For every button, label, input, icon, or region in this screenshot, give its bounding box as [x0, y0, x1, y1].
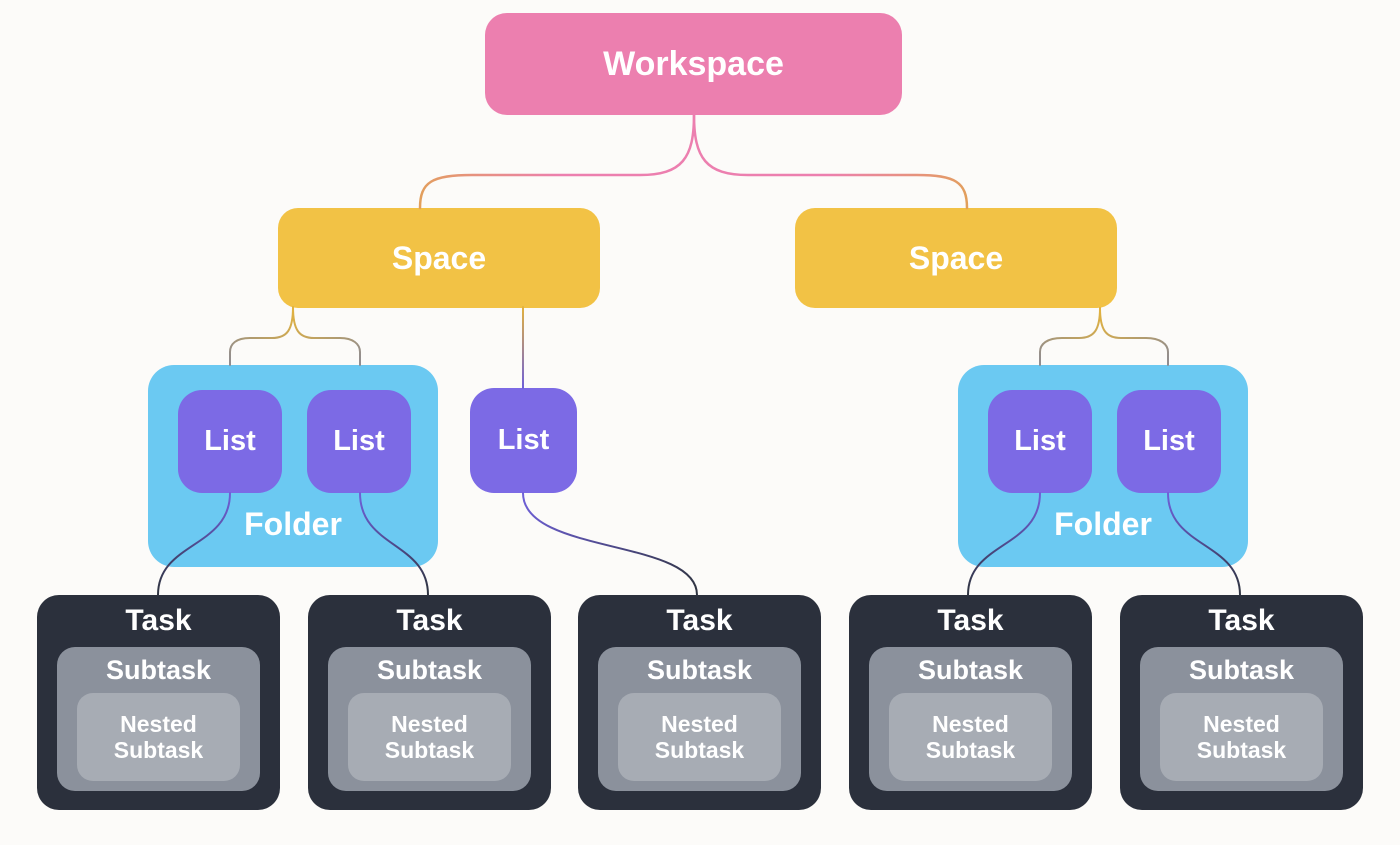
connector-space-left-to-list-1	[229, 306, 294, 366]
connector-list-to-task-3	[522, 492, 698, 596]
subtask-node: Subtask Nested Subtask	[328, 647, 531, 791]
task-label: Task	[666, 604, 733, 637]
connector-space-right-to-list-1	[1039, 307, 1101, 366]
nested-subtask-node: Nested Subtask	[348, 693, 511, 781]
task-node: Task Subtask Nested Subtask	[849, 595, 1092, 810]
folder-label: Folder	[244, 506, 342, 542]
subtask-label: Subtask	[917, 654, 1024, 685]
workspace-node: Workspace	[485, 13, 902, 115]
folder-lists: List List	[988, 390, 1221, 493]
subtask-node: Subtask Nested Subtask	[1140, 647, 1343, 791]
task-label: Task	[396, 604, 463, 637]
list-node: List	[178, 390, 282, 493]
subtask-label: Subtask	[376, 654, 483, 685]
list-node: List	[988, 390, 1092, 493]
task-label: Task	[125, 604, 192, 637]
subtask-node: Subtask Nested Subtask	[57, 647, 260, 791]
task-label: Task	[1208, 604, 1275, 637]
list-label: List	[1014, 425, 1066, 457]
list-node-standalone: List	[470, 388, 577, 493]
task-label: Task	[937, 604, 1004, 637]
list-label: List	[204, 425, 256, 457]
workspace-label: Workspace	[603, 44, 784, 83]
list-node: List	[307, 390, 411, 493]
space-label: Space	[391, 239, 487, 276]
task-node: Task Subtask Nested Subtask	[578, 595, 821, 810]
folder-node-right: List List Folder	[958, 365, 1248, 567]
space-node-right: Space	[795, 208, 1117, 308]
connector-workspace-to-space-left	[418, 113, 696, 210]
nested-subtask-node: Nested Subtask	[618, 693, 781, 781]
folder-node-left: List List Folder	[148, 365, 438, 567]
list-label: List	[333, 425, 385, 457]
task-node: Task Subtask Nested Subtask	[1120, 595, 1363, 810]
space-node-left: Space	[278, 208, 600, 308]
subtask-node: Subtask Nested Subtask	[598, 647, 801, 791]
task-node: Task Subtask Nested Subtask	[37, 595, 280, 810]
subtask-label: Subtask	[105, 654, 212, 685]
folder-lists: List List	[178, 390, 411, 493]
subtask-node: Subtask Nested Subtask	[869, 647, 1072, 791]
list-label: List	[497, 424, 550, 456]
list-node: List	[1117, 390, 1221, 493]
subtask-label: Subtask	[646, 654, 753, 685]
connector-space-left-to-list-2	[292, 306, 361, 366]
connector-workspace-to-space-right	[692, 113, 969, 210]
nested-subtask-node: Nested Subtask	[77, 693, 240, 781]
nested-subtask-node: Nested Subtask	[1160, 693, 1323, 781]
connector-space-right-to-list-2	[1099, 307, 1169, 366]
list-label: List	[1143, 425, 1195, 457]
space-label: Space	[908, 239, 1004, 276]
subtask-label: Subtask	[1188, 654, 1295, 685]
nested-subtask-node: Nested Subtask	[889, 693, 1052, 781]
task-node: Task Subtask Nested Subtask	[308, 595, 551, 810]
folder-label: Folder	[1054, 506, 1152, 542]
